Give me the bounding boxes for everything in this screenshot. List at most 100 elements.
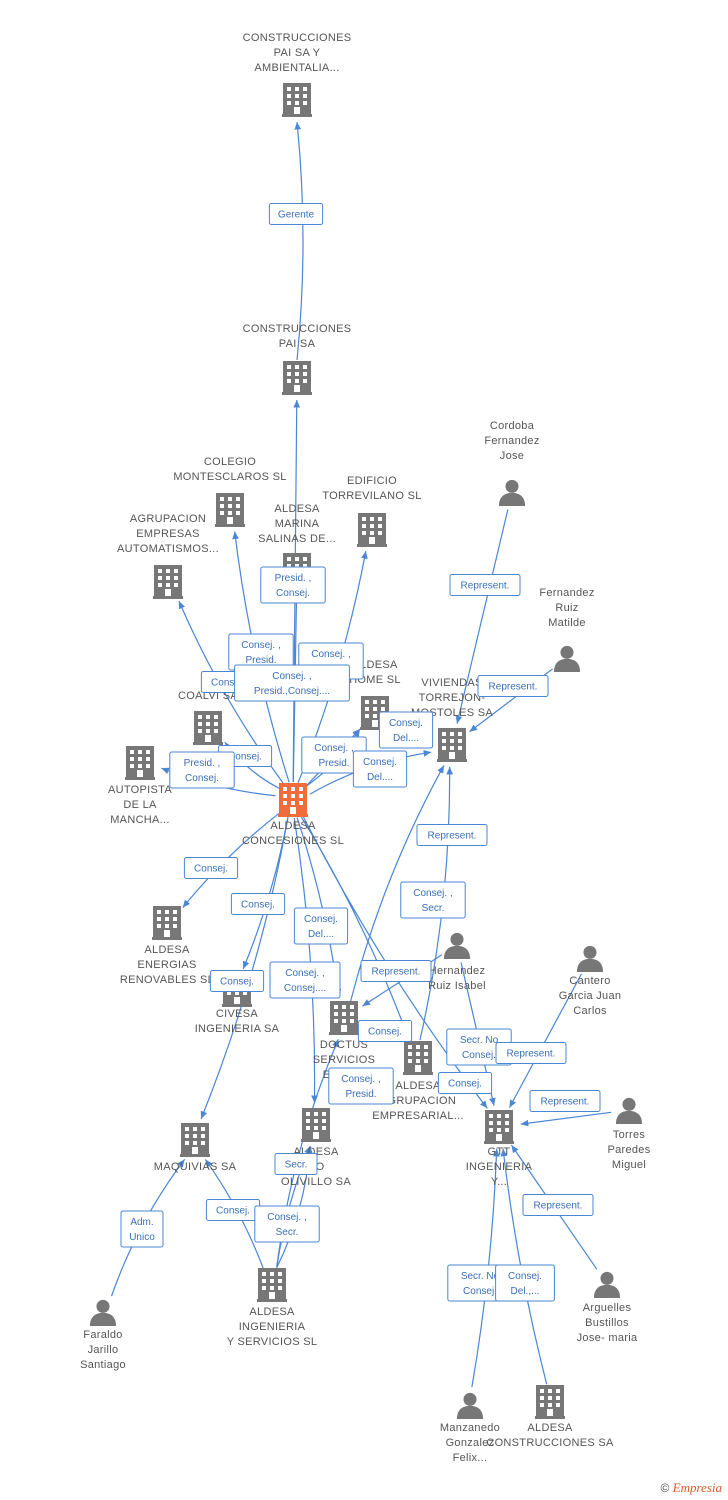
node-label-line: AUTOMATISMOS... [117,543,219,555]
edge-label-box [357,1020,413,1042]
building-icon [152,906,182,940]
edge-label-text: Consej. , [272,671,311,682]
node-agrup_emp[interactable]: ALDESAAGRUPACIONEMPRESARIAL... [372,1041,464,1122]
edge-label-text: Presid. [345,1089,376,1100]
edge-label-box [268,203,324,225]
copyright-symbol: © [660,1481,670,1495]
edge-label-l_rep_hernandez: Represent. [360,960,432,982]
building-icon [301,1108,331,1142]
node-label-line: PAI SA Y [274,47,321,59]
building-icon [215,493,245,527]
person-icon [89,1299,117,1326]
edge-label-box [328,1067,394,1105]
building-icon [278,783,308,817]
node-label-line: OLIVILLO SA [281,1176,351,1188]
node-maquivias[interactable]: MAQUIVIAS SA [154,1123,237,1173]
node-construcciones_sa[interactable]: ALDESA CONSTRUCCIONES SA [486,1385,614,1449]
building-icon [282,361,312,395]
node-label-line: Arguelles [583,1302,632,1314]
node-label-line: Gonzalez [446,1437,495,1449]
edge-cordoba-to-viviendas [455,509,509,724]
edge-label-text: Consej. [220,977,254,988]
building-icon [329,1001,359,1035]
node-label-line: AUTOPISTA [108,784,172,796]
building-icon [484,1110,514,1144]
edge-concesiones-to-olivillo [293,817,318,1104]
edge-label-l_gerente: Gerente [268,203,324,225]
node-agrupacion[interactable]: AGRUPACIONEMPRESASAUTOMATISMOS... [117,513,219,599]
node-coalvi[interactable]: COALVI SA [178,690,238,745]
edge-label-l_consdel_cons: Consej.Del.,... [495,1264,555,1302]
edge-label-l_consej_presid: Consej. , Presid. [328,1067,394,1105]
node-label-line: Jose [500,450,524,462]
edge-label-text: Represent. [489,682,538,693]
edge-label-box [437,1072,493,1094]
node-olivillo[interactable]: ALDESACOOLIVILLO SA [281,1108,351,1188]
footer-brand[interactable]: © Empresia [660,1480,722,1496]
node-label-line: TORREJON- [419,692,486,704]
node-gtt[interactable]: GTTINGENIERIAY... [466,1110,533,1188]
node-label-line: INGENIERIA [466,1161,533,1173]
node-label-line: EMPRESARIAL... [372,1110,464,1122]
edge-label-l_presid_autop: Presid. ,Consej. [169,751,235,789]
person-icon [615,1097,643,1124]
edge-label-l_consej_gtt: Consej. [437,1072,493,1094]
node-label-line: Bustillos [585,1317,629,1329]
node-label-line: ENERGIAS [137,959,196,971]
node-label-line: ALDESA [270,820,316,832]
edge-label-l_consdel_doctus: Consej.Del.... [293,907,349,945]
person-icon [576,945,604,972]
node-label-line: Cantero [569,975,610,987]
edge-label-box [209,970,265,992]
node-label-line: MONTESCLAROS SL [173,471,286,483]
edge-label-box [274,1153,318,1175]
edge-label-text: Represent. [541,1097,590,1108]
edge-label-text: Gerente [278,210,315,221]
node-label-line: RENOVABLES SL [120,974,214,986]
edge-label-text: Consej. , [413,888,452,899]
node-label-line: EDIFICIO [347,475,397,487]
edge-label-box [378,711,434,749]
edge-label-l_consdel_home: Consej.Del.... [352,750,408,788]
edge-label-text: Presid. [318,758,349,769]
building-icon [357,513,387,547]
edge-label-text: Unico [129,1232,155,1243]
person-icon [456,1392,484,1419]
edge-label-box [269,961,341,999]
edge-label-text: Presid. , [184,758,221,769]
edge-label-box [495,1264,555,1302]
node-manzanedo[interactable]: ManzanedoGonzalezFelix... [440,1392,500,1464]
node-label-line: CONSTRUCCIONES SA [486,1437,614,1449]
edge-label-text: Adm. [130,1217,153,1228]
edge-label-text: Consej. [276,588,310,599]
edge-label-box [477,675,549,697]
node-label-line: GTT [488,1146,511,1158]
node-label-line: Ruiz [555,602,578,614]
building-icon [180,1123,210,1157]
node-label-line: ALDESA [527,1422,573,1434]
edge-label-text: Consej. , [341,1074,380,1085]
node-label-line: Cordoba [490,420,535,432]
edge-label-text: Consej. [389,718,423,729]
node-label-line: Fernandez [539,587,594,599]
edge-label-box [169,751,235,789]
